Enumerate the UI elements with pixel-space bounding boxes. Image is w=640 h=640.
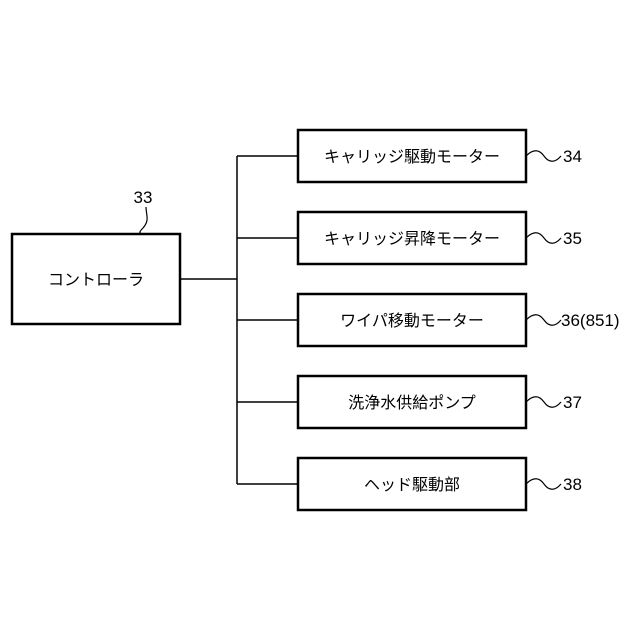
controller-label: コントローラ <box>48 270 144 289</box>
controller-ref-number: 33 <box>134 188 153 207</box>
component-ref-leader-2 <box>526 233 561 244</box>
component-ref-leader-5 <box>526 479 561 490</box>
component-label-4: 洗浄水供給ポンプ <box>348 393 476 412</box>
controller-block: コントローラ <box>12 234 180 324</box>
bus-wiring <box>180 156 298 484</box>
component-ref-leader-3 <box>526 315 561 326</box>
component-ref-number-4: 37 <box>563 393 582 412</box>
component-block-2: キャリッジ昇降モーター 35 <box>298 212 582 264</box>
component-ref-leader-1 <box>526 151 561 162</box>
component-ref-number-5: 38 <box>563 475 582 494</box>
component-block-1: キャリッジ駆動モーター 34 <box>298 130 582 182</box>
component-block-4: 洗浄水供給ポンプ 37 <box>298 376 582 428</box>
component-block-5: ヘッド駆動部 38 <box>298 458 582 510</box>
component-ref-leader-4 <box>526 397 561 408</box>
component-ref-number-3: 36(851) <box>561 311 620 330</box>
component-ref-number-2: 35 <box>563 229 582 248</box>
component-block-3: ワイパ移動モーター 36(851) <box>298 294 620 346</box>
component-label-2: キャリッジ昇降モーター <box>324 229 500 248</box>
component-label-1: キャリッジ駆動モーター <box>324 147 500 166</box>
controller-ref-leader <box>140 207 147 234</box>
controller-reference: 33 <box>134 188 153 234</box>
component-label-5: ヘッド駆動部 <box>364 475 460 494</box>
component-ref-number-1: 34 <box>563 147 582 166</box>
component-label-3: ワイパ移動モーター <box>340 311 484 330</box>
